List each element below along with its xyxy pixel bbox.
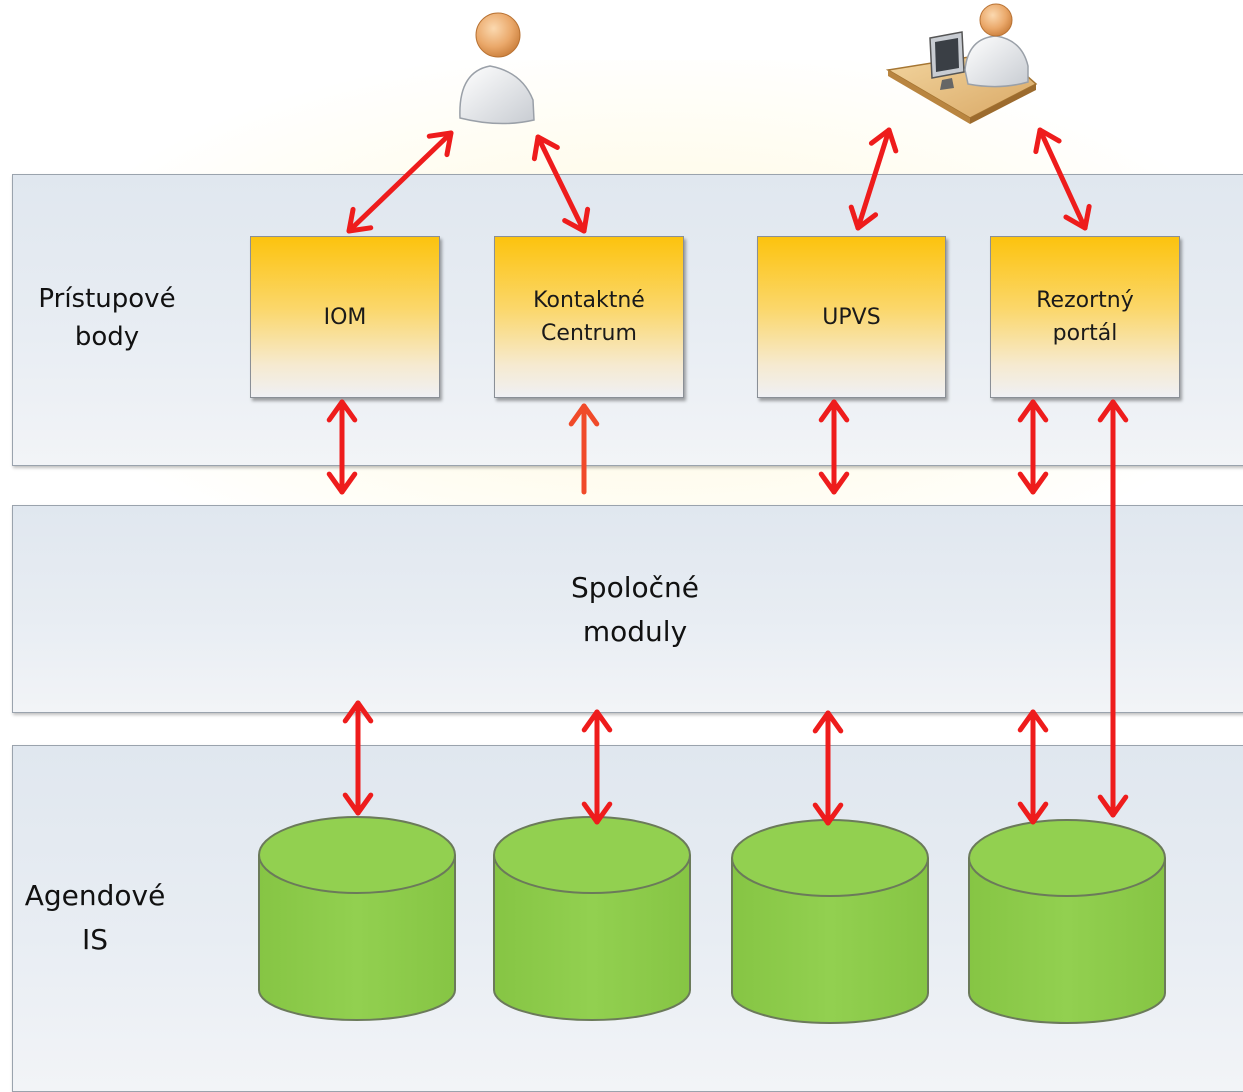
bidirectional-arrow [818,399,850,495]
bidirectional-arrow [581,709,613,825]
access-point-rezortny-portal: Rezortný portál [990,236,1180,398]
bidirectional-arrow [1017,709,1049,825]
access-point-kontaktne-centrum: Kontaktné Centrum [494,236,684,398]
bidirectional-arrow [848,127,899,231]
person-at-desk-icon [885,3,1038,124]
access-point-iom: IOM [250,236,440,398]
database-cylinder [731,819,929,1024]
bidirectional-arrow [326,399,358,495]
common-layer-label: Spoločné moduly [571,571,699,648]
person-icon [459,12,535,125]
access-point-upvs: UPVS [757,236,946,398]
database-cylinder [493,816,691,1021]
bidirectional-arrow [812,710,844,826]
connection-arrows [326,127,1129,826]
access-layer-label: Prístupové body [38,284,176,352]
database-cylinder [258,816,456,1021]
agenda-layer-label: Agendové IS [24,879,166,956]
one-way-arrow [568,403,600,495]
bidirectional-arrow [1017,399,1049,495]
common-modules-layer [12,505,1243,713]
bidirectional-arrow [531,134,591,234]
bidirectional-arrow [342,700,374,816]
bidirectional-arrow [1097,399,1129,818]
bidirectional-arrow [1033,127,1092,231]
bidirectional-arrow [346,130,454,234]
database-cylinder [968,819,1166,1024]
